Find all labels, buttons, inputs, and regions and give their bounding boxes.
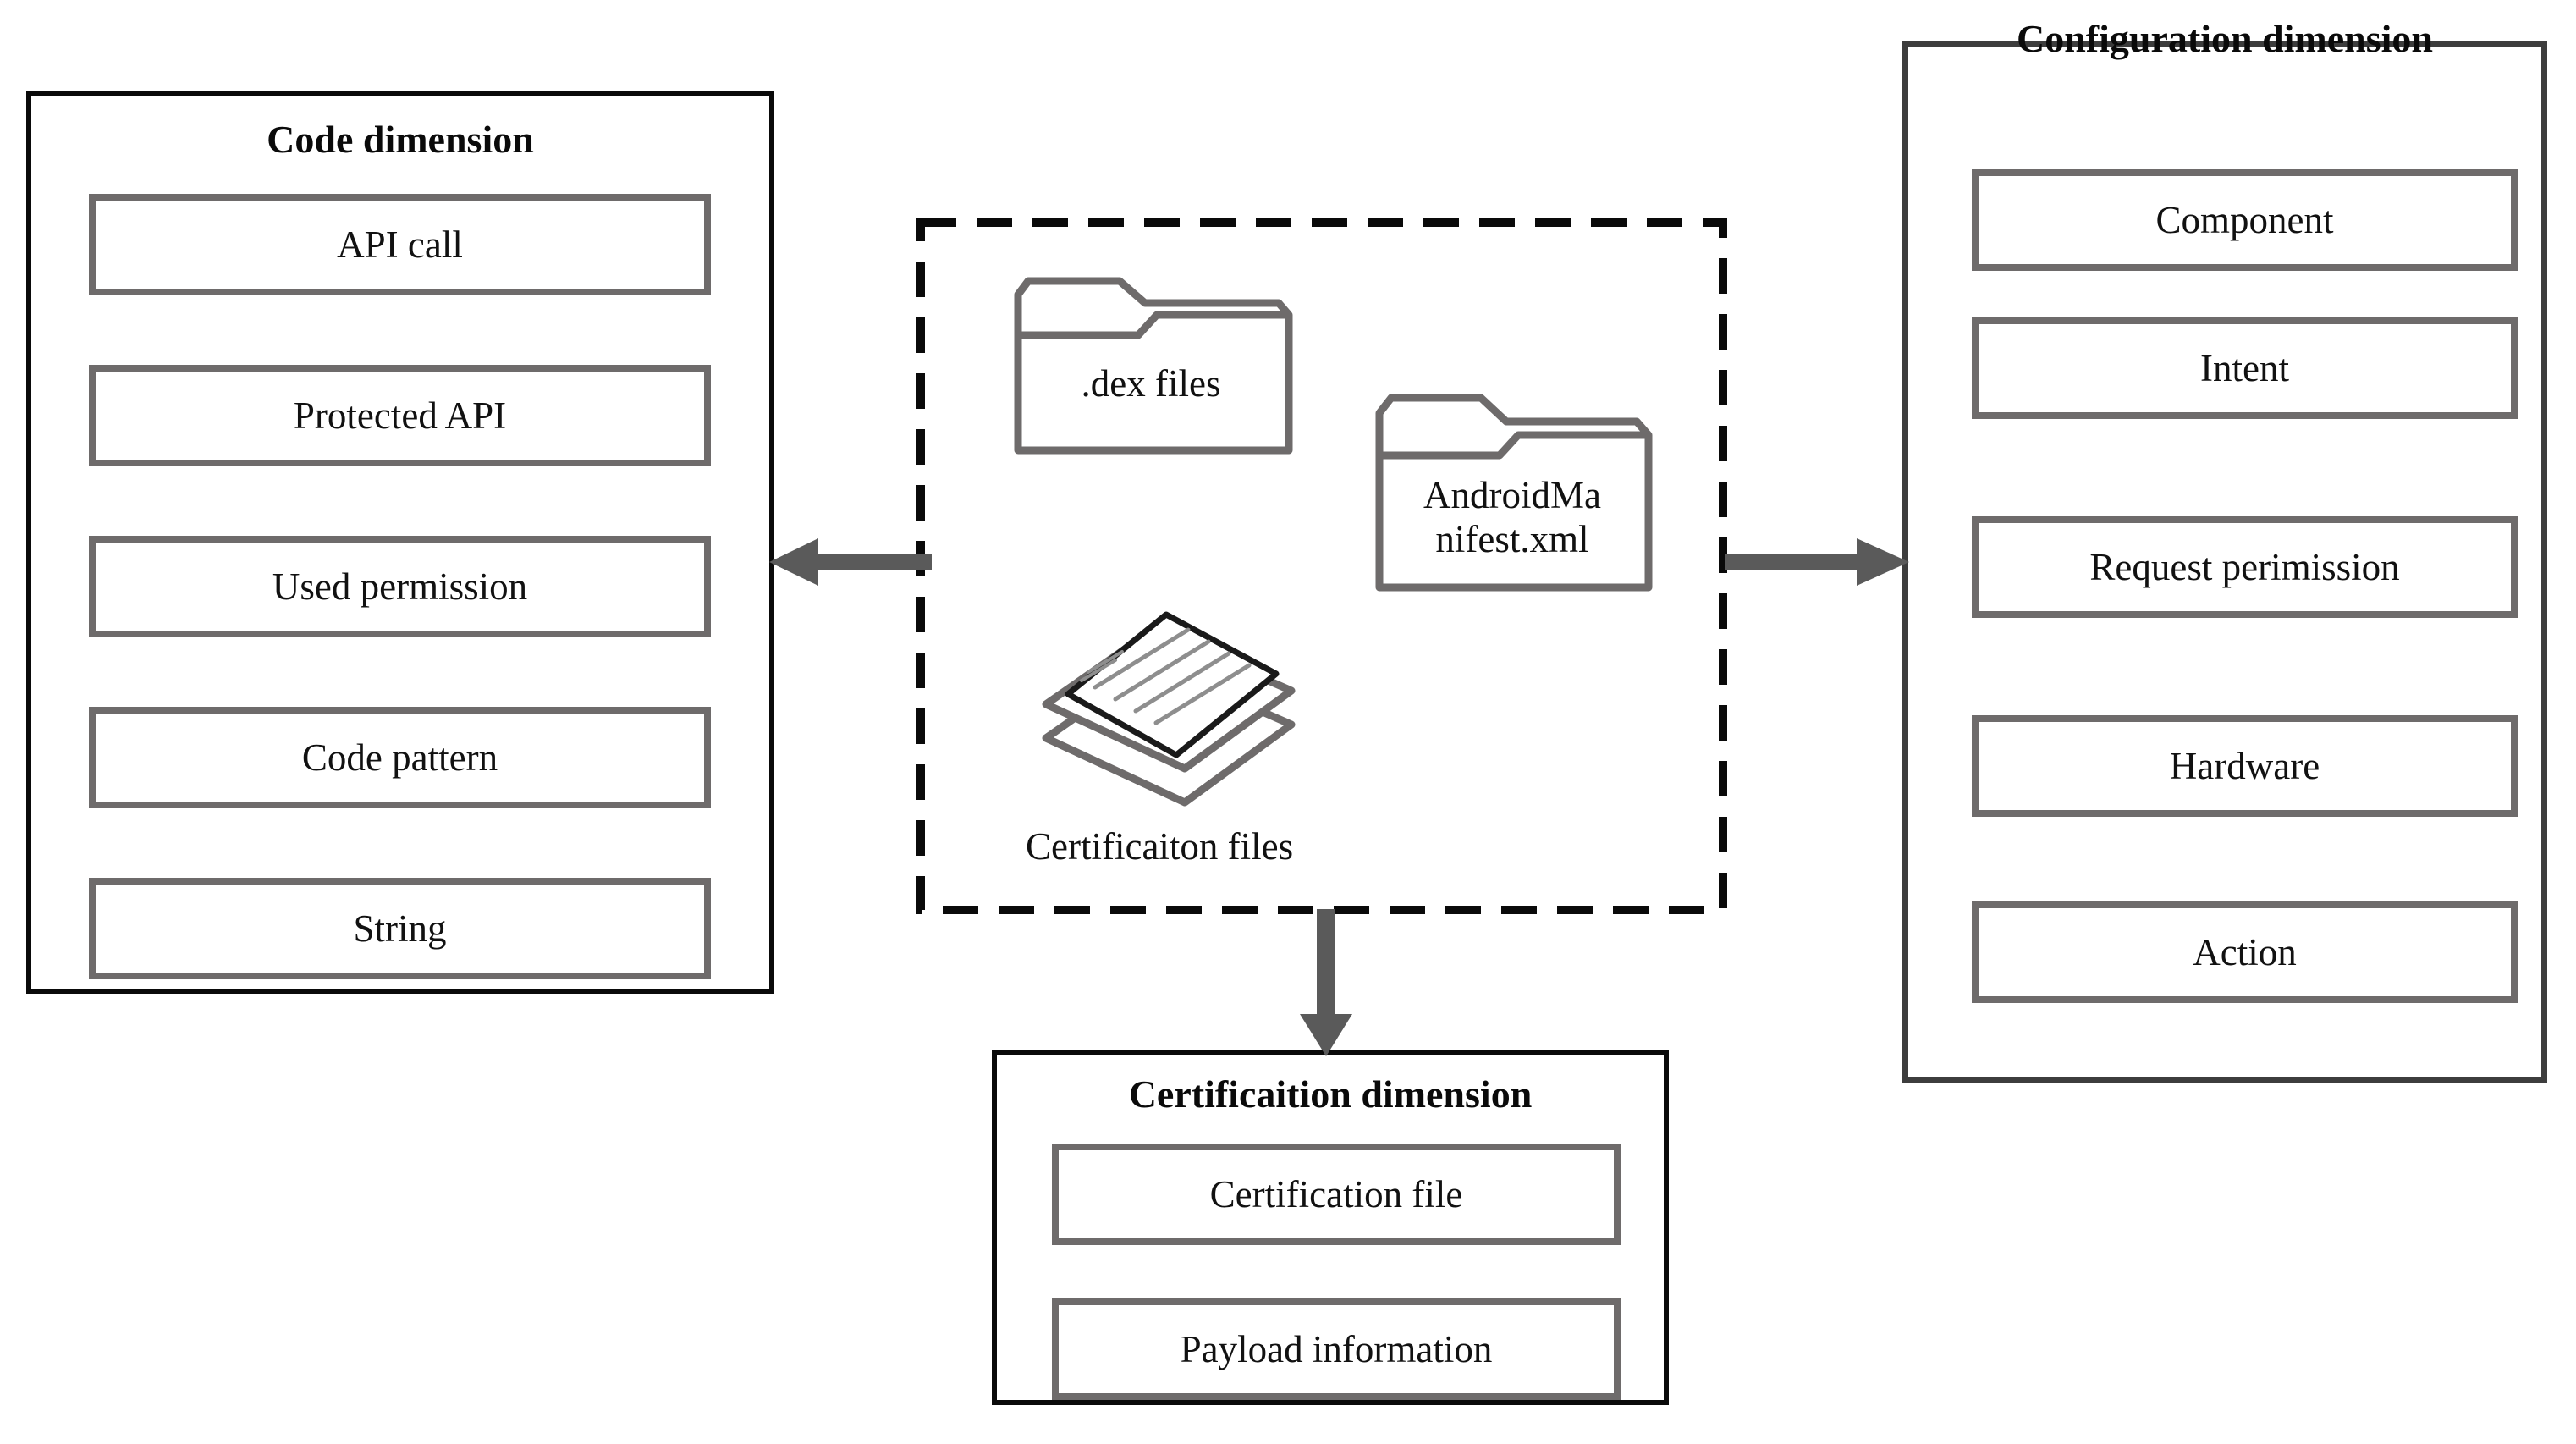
feature-box-certification-file[interactable]: Certification file bbox=[1052, 1144, 1621, 1245]
feature-box-protected-api[interactable]: Protected API bbox=[89, 365, 711, 466]
panel-configuration-dimension: Configuration dimension Component Intent… bbox=[1902, 19, 2547, 1083]
feature-label: Action bbox=[2193, 930, 2297, 973]
feature-label: API call bbox=[337, 223, 463, 266]
arrow-to-certification-dimension bbox=[1296, 909, 1357, 1058]
certification-files-caption: Certificaiton files bbox=[1026, 825, 1294, 868]
feature-label: Code pattern bbox=[301, 736, 498, 779]
panel-code-dimension-title: Code dimension bbox=[267, 118, 534, 161]
panel-code-dimension: Code dimension API call Protected API Us… bbox=[26, 91, 774, 994]
folder-icon bbox=[1375, 394, 1653, 592]
document-stack-icon bbox=[1042, 611, 1296, 807]
feature-label: Protected API bbox=[293, 394, 507, 437]
feature-box-action[interactable]: Action bbox=[1972, 901, 2518, 1003]
feature-box-request-permission[interactable]: Request perimission bbox=[1972, 516, 2518, 618]
feature-box-api-call[interactable]: API call bbox=[89, 194, 711, 295]
artifact-android-manifest[interactable]: AndroidMa nifest.xml bbox=[1373, 383, 1653, 594]
feature-label: String bbox=[353, 907, 447, 950]
folder-icon bbox=[1014, 277, 1293, 455]
artifact-dex-files-label: .dex files bbox=[1081, 362, 1221, 405]
artifact-dex-files[interactable]: .dex files bbox=[1011, 262, 1293, 457]
artifact-android-manifest-label-line2: nifest.xml bbox=[1435, 518, 1589, 560]
feature-label: Hardware bbox=[2169, 744, 2320, 787]
feature-box-code-pattern[interactable]: Code pattern bbox=[89, 707, 711, 808]
arrow-to-code-dimension bbox=[766, 533, 935, 591]
artifact-android-manifest-label-line1: AndroidMa bbox=[1423, 474, 1601, 516]
feature-box-hardware[interactable]: Hardware bbox=[1972, 715, 2518, 817]
feature-box-used-permission[interactable]: Used permission bbox=[89, 536, 711, 637]
feature-box-intent[interactable]: Intent bbox=[1972, 317, 2518, 419]
artifact-certification-files[interactable] bbox=[1034, 592, 1305, 821]
panel-certification-dimension-title: Certificaition dimension bbox=[1128, 1072, 1533, 1116]
panel-certification-dimension: Certificaition dimension Certification f… bbox=[992, 1050, 1669, 1405]
feature-label: Used permission bbox=[272, 565, 528, 608]
feature-box-payload-information[interactable]: Payload information bbox=[1052, 1298, 1621, 1400]
feature-label: Payload information bbox=[1180, 1327, 1493, 1370]
feature-label: Request perimission bbox=[2089, 545, 2400, 588]
feature-box-component[interactable]: Component bbox=[1972, 169, 2518, 271]
feature-label: Certification file bbox=[1209, 1172, 1463, 1215]
feature-box-string[interactable]: String bbox=[89, 878, 711, 979]
feature-label: Intent bbox=[2200, 346, 2289, 389]
feature-label: Component bbox=[2155, 198, 2334, 241]
panel-configuration-dimension-title: Configuration dimension bbox=[2016, 17, 2434, 60]
arrow-to-configuration-dimension bbox=[1723, 533, 1911, 591]
